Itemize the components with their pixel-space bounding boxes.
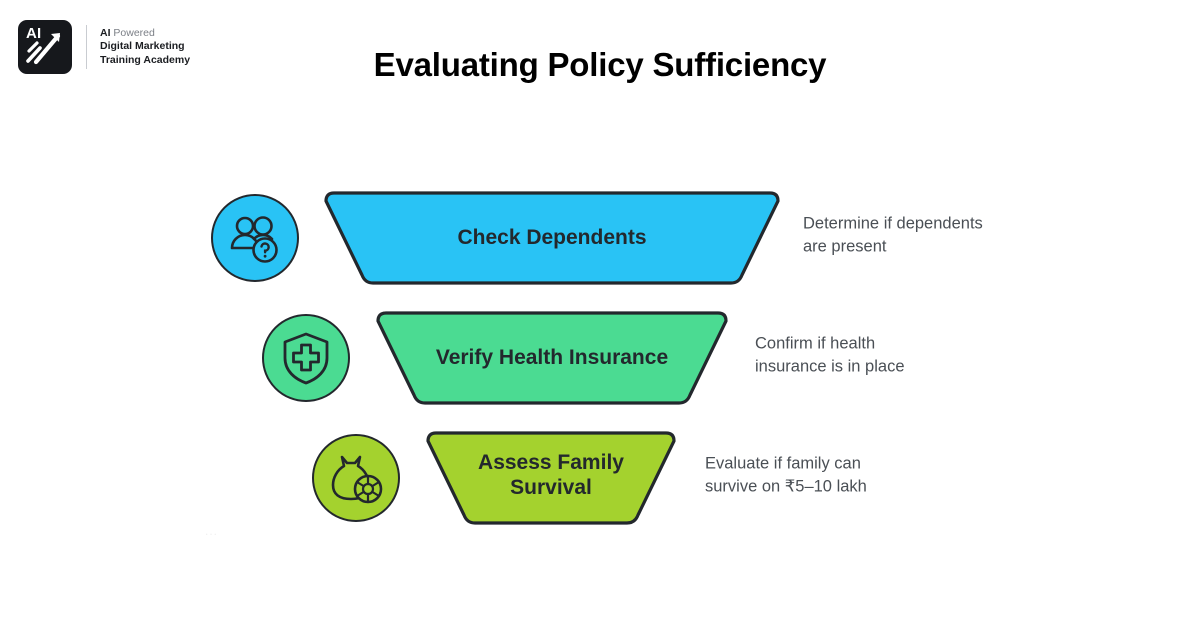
stage-2-shape: Verify Health Insurance	[374, 309, 730, 407]
stage-1-description: Determine if dependents are present	[803, 214, 983, 256]
stage-1-icon-wrapper	[211, 194, 299, 282]
money-bag-coin-icon	[312, 434, 400, 522]
shield-medical-cross-icon	[262, 314, 350, 402]
funnel-stage-1: Check Dependents Determine if dependents…	[0, 178, 1200, 298]
stage-3-icon-wrapper	[312, 434, 400, 522]
stage-3-shape: Assess Family Survival	[424, 429, 678, 527]
logo-mark-text: AI	[26, 25, 42, 42]
funnel-diagram: Check Dependents Determine if dependents…	[0, 178, 1200, 538]
brand-line1-light: Powered	[110, 27, 155, 39]
funnel-stage-3: Assess Family Survival Evaluate if famil…	[0, 418, 1200, 538]
brand-line2: Digital Marketing	[100, 40, 185, 53]
faint-artifact-text: ...	[205, 524, 219, 538]
page-title: Evaluating Policy Sufficiency	[373, 46, 827, 83]
ai-arrow-logo-icon: AI	[18, 20, 72, 74]
stage-2-description: Confirm if health insurance is in place	[755, 334, 905, 376]
brand-line3: Training Academy	[100, 53, 191, 66]
funnel-stage-2: Verify Health Insurance Confirm if healt…	[0, 298, 1200, 418]
brand-wordmark: AI Powered Digital Marketing Training Ac…	[100, 27, 190, 67]
brand-logo: AI AI Powered Digital Marketing Training…	[18, 20, 190, 74]
logo-divider	[86, 25, 87, 69]
stage-3-description: Evaluate if family can survive on ₹5–10 …	[705, 454, 867, 496]
stage-1-shape: Check Dependents	[322, 189, 782, 287]
brand-line1-bold: AI	[100, 27, 111, 39]
users-question-icon	[211, 194, 299, 282]
stage-2-icon-wrapper	[262, 314, 350, 402]
